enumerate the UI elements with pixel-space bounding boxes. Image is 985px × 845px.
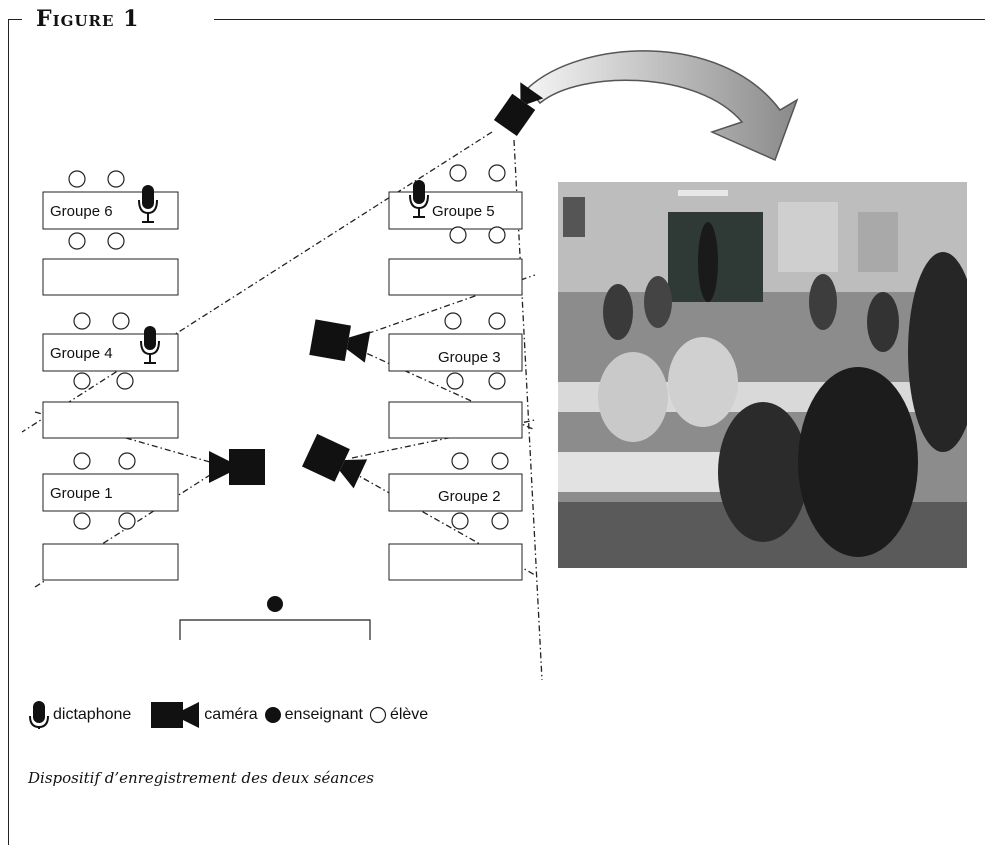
classroom-photo-art	[558, 182, 967, 568]
group-label-2: Groupe 2	[438, 488, 501, 505]
desk-empty	[42, 401, 179, 439]
video-camera-icon	[209, 449, 265, 485]
desk-groupe-1	[42, 473, 179, 512]
frame-line	[8, 19, 9, 845]
microphone-icon	[409, 180, 429, 218]
desk-groupe-5	[388, 191, 523, 230]
microphone-icon	[29, 701, 49, 729]
desk-empty	[388, 543, 523, 581]
legend-label-teacher: enseignant	[284, 706, 363, 723]
group-label-6: Groupe 6	[50, 203, 113, 220]
desk-empty	[388, 401, 523, 439]
video-camera-icon	[493, 82, 544, 137]
group-label-5: Groupe 5	[432, 203, 495, 220]
group-label-3: Groupe 3	[438, 349, 501, 366]
microphone-icon	[140, 326, 160, 364]
student-markers	[68, 164, 509, 530]
right-desks	[388, 191, 523, 581]
desk-empty	[42, 258, 179, 296]
curved-arrow-icon	[526, 50, 799, 162]
desk-groupe-2	[388, 473, 523, 512]
group-label-4: Groupe 4	[50, 345, 113, 362]
desk-empty	[388, 258, 523, 296]
figure-caption: Dispositif d’enregistrement des deux séa…	[28, 769, 374, 787]
legend-item-teacher: enseignant	[264, 706, 363, 724]
legend-label-dictaphone: dictaphone	[53, 706, 132, 723]
left-desks	[42, 191, 179, 581]
desk-empty	[42, 543, 179, 581]
legend-item-camera: caméra	[151, 700, 258, 730]
desk-groupe-3	[388, 333, 523, 372]
video-camera-icon	[302, 433, 368, 489]
legend-label-student: élève	[389, 706, 429, 723]
empty-circle-icon	[369, 706, 387, 724]
teacher-desk	[179, 619, 371, 640]
microphone-icon	[138, 185, 158, 223]
legend: dictaphone caméra enseignant élève	[28, 700, 434, 730]
group-label-1: Groupe 1	[50, 485, 113, 502]
classroom-photo	[558, 182, 967, 568]
video-camera-icon	[151, 702, 200, 728]
legend-item-dictaphone: dictaphone	[28, 700, 131, 730]
legend-label-camera: caméra	[204, 706, 258, 723]
frame-line	[8, 19, 22, 20]
teacher-marker	[267, 596, 283, 612]
frame-line	[214, 19, 985, 20]
video-camera-icon	[309, 319, 371, 363]
legend-item-student: élève	[369, 706, 428, 724]
figure-title: Figure 1	[36, 6, 140, 32]
filled-circle-icon	[264, 707, 281, 723]
